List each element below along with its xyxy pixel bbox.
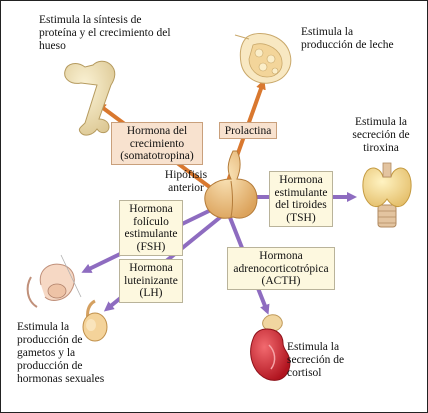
- fsh-box: Hormona folículo estimulante (FSH): [119, 200, 183, 256]
- prolactin-box: Prolactina: [219, 122, 277, 139]
- mammary-gland-icon: [234, 33, 292, 84]
- acth-box: Hormona adrenocorticotrópica (ACTH): [227, 247, 335, 290]
- femur-bone-icon: [64, 60, 116, 136]
- adrenal-kidney-icon: [250, 314, 291, 381]
- pituitary-label: Hipófisis anterior: [164, 169, 208, 194]
- gh-box: Hormona del crecimiento (somatotropina): [111, 122, 203, 165]
- lh-box: Hormona luteinizante (LH): [119, 259, 183, 303]
- gametes-effect-text: Estimula la producción de gametos y la p…: [17, 321, 105, 385]
- tsh-box: Hormona estimulante del tiroides (TSH): [269, 171, 333, 227]
- bone-effect-text: Estimula la síntesis de proteína y el cr…: [39, 14, 171, 52]
- ovary-uterus-icon: [26, 254, 82, 308]
- thyroid-gland-icon: [362, 162, 412, 228]
- milk-effect-text: Estimula la producción de leche: [301, 26, 394, 51]
- testis-icon: [82, 299, 108, 342]
- pituitary-gland-icon: [204, 150, 258, 219]
- thyroxine-effect-text: Estimula la secreción de tiroxina: [352, 116, 410, 154]
- cortisol-effect-text: Estimula la secreción de cortisol: [287, 341, 345, 379]
